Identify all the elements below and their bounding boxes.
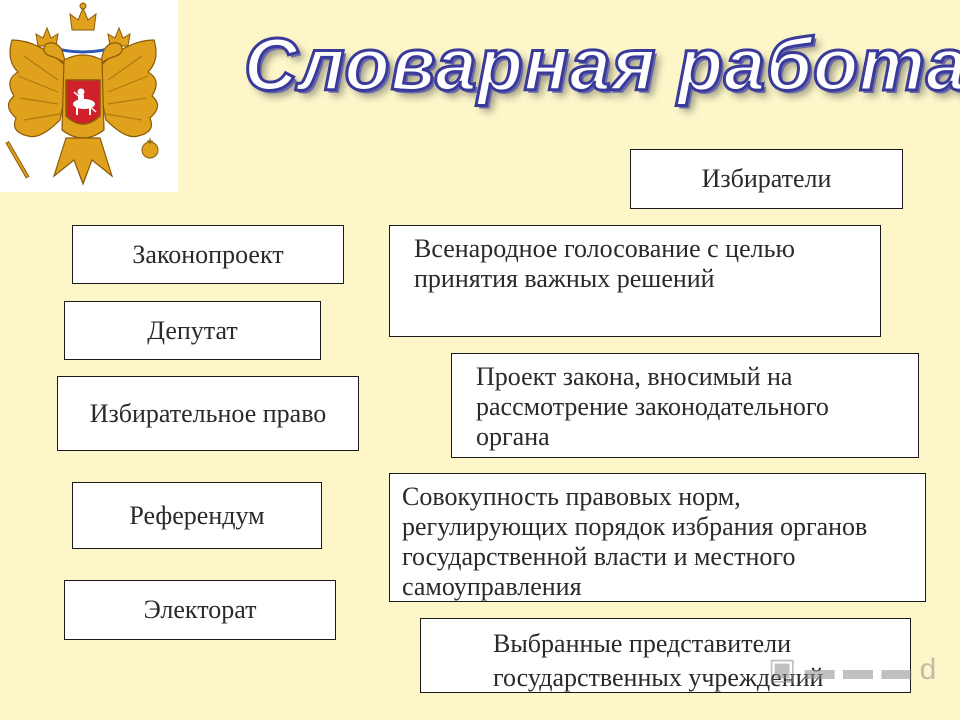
definition-text: Совокупность правовых норм, регулирующих… [402, 482, 868, 601]
definition-card-deputat[interactable]: Выбранные представители государственных … [420, 618, 911, 693]
term-card-izbiratelnoe-pravo[interactable]: Избирательное право [57, 376, 359, 451]
watermark-logo: ▣ ▬ ▬ ▬ d [768, 653, 937, 686]
term-label: Электорат [143, 595, 257, 624]
definition-card-zakonoproekt[interactable]: Проект закона, вносимый на рассмотрение … [451, 353, 919, 458]
page-title: Словарная работа [242, 22, 960, 108]
definition-text: Проект закона, вносимый на рассмотрение … [476, 362, 829, 451]
term-card-elektorat[interactable]: Электорат [64, 580, 336, 640]
definition-text: Избиратели [701, 164, 832, 193]
definition-text: Выбранные представители государственных … [493, 629, 824, 692]
term-card-deputat[interactable]: Депутат [64, 301, 321, 360]
term-label: Избирательное право [89, 398, 327, 428]
definition-card-referendum[interactable]: Всенародное голосование с целью принятия… [389, 225, 881, 337]
definition-card-izbirateli[interactable]: Избиратели [630, 149, 903, 209]
definition-card-izbiratelnoe-pravo[interactable]: Совокупность правовых норм, регулирующих… [389, 473, 926, 602]
term-card-zakonoproekt[interactable]: Законопроект [72, 225, 344, 284]
term-card-referendum[interactable]: Референдум [72, 482, 322, 549]
term-label: Депутат [147, 315, 238, 345]
term-label: Законопроект [132, 239, 284, 269]
term-label: Референдум [129, 500, 265, 530]
russian-coat-of-arms-emblem [0, 0, 178, 192]
definition-text: Всенародное голосование с целью принятия… [414, 234, 795, 293]
